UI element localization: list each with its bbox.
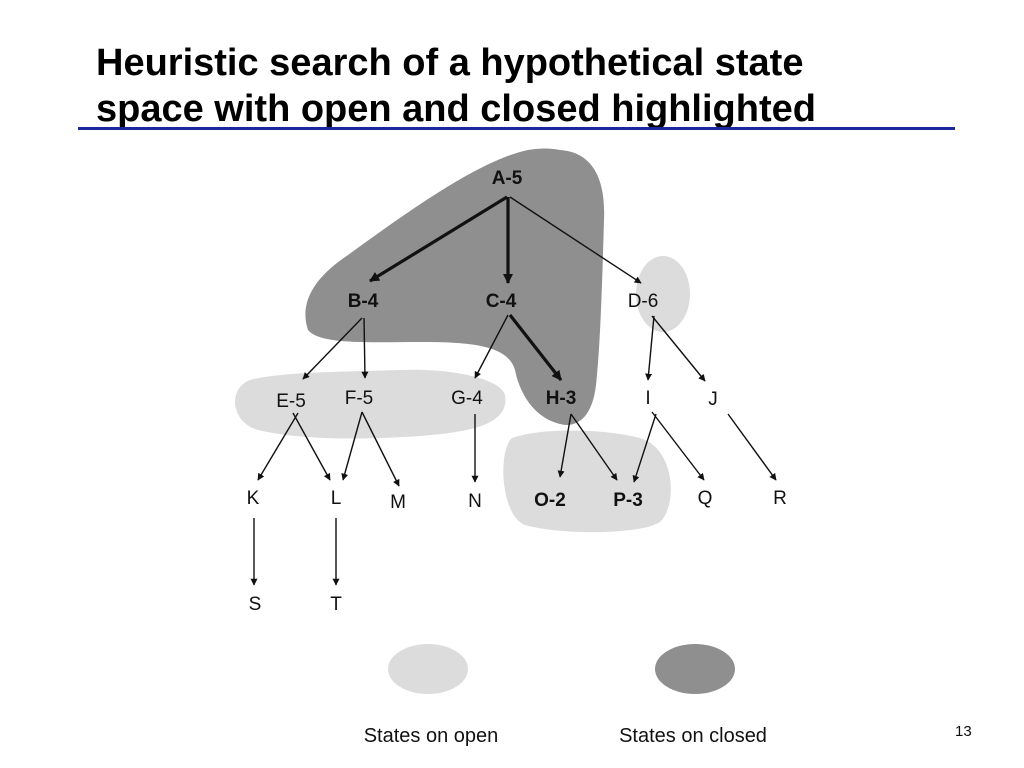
- open-region-d: [636, 256, 690, 332]
- node-d: D-6: [628, 291, 659, 312]
- edge-c-h: [508, 314, 563, 381]
- legend-closed-swatch: [655, 644, 735, 694]
- node-j: J: [708, 389, 718, 410]
- edge-d-i: [645, 315, 655, 381]
- edge-e-k: [257, 412, 299, 481]
- node-o: O-2: [534, 490, 566, 511]
- node-s: S: [249, 594, 262, 615]
- edge-f-l: [341, 411, 363, 481]
- edge-a-d: [509, 196, 642, 284]
- node-g: G-4: [451, 388, 483, 409]
- title-line-2: space with open and closed highlighted: [96, 88, 816, 130]
- edge-i-q: [651, 411, 705, 481]
- edge-a-b: [369, 195, 508, 283]
- edge-h-o: [557, 413, 572, 478]
- slide-title: Heuristic search of a hypothetical state…: [96, 40, 956, 132]
- closed-region: [305, 148, 605, 425]
- title-underline: [78, 127, 955, 130]
- node-f: F-5: [345, 388, 374, 409]
- legend: States on open States on closed: [364, 644, 767, 747]
- node-c: C-4: [486, 291, 517, 312]
- edge-i-p: [632, 413, 657, 483]
- legend-open-swatch: [388, 644, 468, 694]
- edge-b-f: [361, 317, 369, 379]
- edge-f-m: [361, 411, 400, 487]
- node-e: E-5: [276, 391, 306, 412]
- node-h: H-3: [546, 388, 577, 409]
- edge-d-j: [651, 315, 706, 382]
- open-region-group: [235, 256, 690, 533]
- node-l: L: [331, 488, 342, 509]
- node-a: A-5: [492, 168, 523, 189]
- open-region-o-p: [503, 430, 671, 533]
- node-p: P-3: [613, 490, 643, 511]
- open-region-e-f-g: [235, 369, 506, 439]
- edge-e-l: [292, 412, 331, 481]
- node-n: N: [468, 491, 482, 512]
- legend-open-label: States on open: [364, 725, 499, 747]
- node-m: M: [390, 492, 406, 513]
- title-line-1: Heuristic search of a hypothetical state: [96, 42, 804, 84]
- edge-h-p: [570, 413, 618, 481]
- edge-group: [250, 195, 777, 586]
- node-r: R: [773, 488, 787, 509]
- page-number: 13: [955, 723, 972, 740]
- edge-b-e: [302, 317, 363, 380]
- legend-closed-label: States on closed: [619, 725, 767, 747]
- edge-j-r: [727, 413, 777, 481]
- edge-c-g: [474, 314, 509, 379]
- node-b: B-4: [348, 291, 379, 312]
- node-t: T: [330, 594, 342, 615]
- node-i: I: [645, 388, 650, 409]
- node-label-group: A-5B-4 C-4 D-6E-5 F-5 G-4 H-3 I J K L M N O-2 P-3 Q R S T: [247, 168, 787, 615]
- node-k: K: [247, 488, 260, 509]
- node-q: Q: [698, 488, 713, 509]
